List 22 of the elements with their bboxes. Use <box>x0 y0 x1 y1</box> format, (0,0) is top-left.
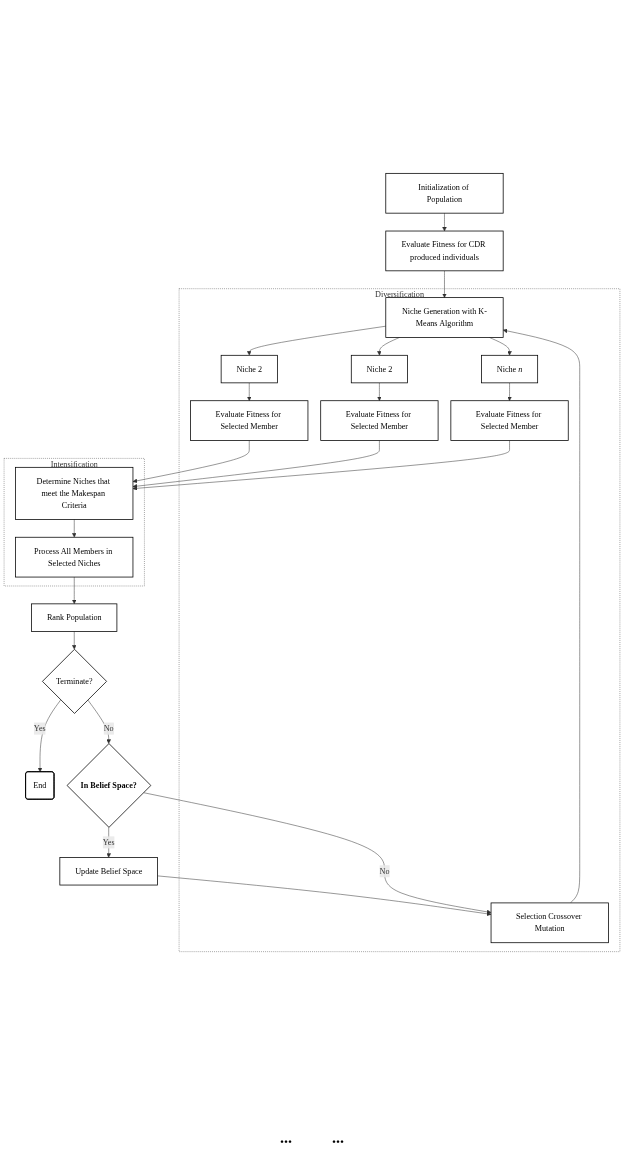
node-box: Evaluate Fitness for CDR produced individuals <box>385 230 504 272</box>
node-box: Evaluate Fitness for Selected Member <box>450 400 569 441</box>
ellipsis-text: ... <box>280 1129 292 1147</box>
node-box: Niche 2 <box>220 354 278 384</box>
node-box: Rank Population <box>31 603 118 632</box>
node-box: Evaluate Fitness for Selected Member <box>320 400 439 441</box>
node-box: Determine Niches that meet the Makespan Criteria <box>15 466 134 520</box>
node-box: Evaluate Fitness for Selected Member <box>190 400 309 441</box>
edge-label: No <box>103 723 114 733</box>
node-diamond: In Belief Space? <box>66 743 152 828</box>
edge-label: Yes <box>102 837 115 847</box>
node-box: Selection Crossover Mutation <box>490 902 609 944</box>
edge-label: No <box>379 866 390 876</box>
edge-label: Yes <box>33 723 46 733</box>
node-box: Process All Members in Selected Niches <box>15 536 134 578</box>
ellipsis-text: ... <box>332 1129 344 1147</box>
node-box: Niche n <box>481 354 539 384</box>
node-diamond: Terminate? <box>42 648 107 714</box>
node-box: Niche Generation with K-Means Algorithm <box>385 297 504 338</box>
node-box: Update Belief Space <box>59 857 158 886</box>
node-box: Niche 2 <box>350 354 408 384</box>
node-box: Initialization of Population <box>385 172 504 214</box>
